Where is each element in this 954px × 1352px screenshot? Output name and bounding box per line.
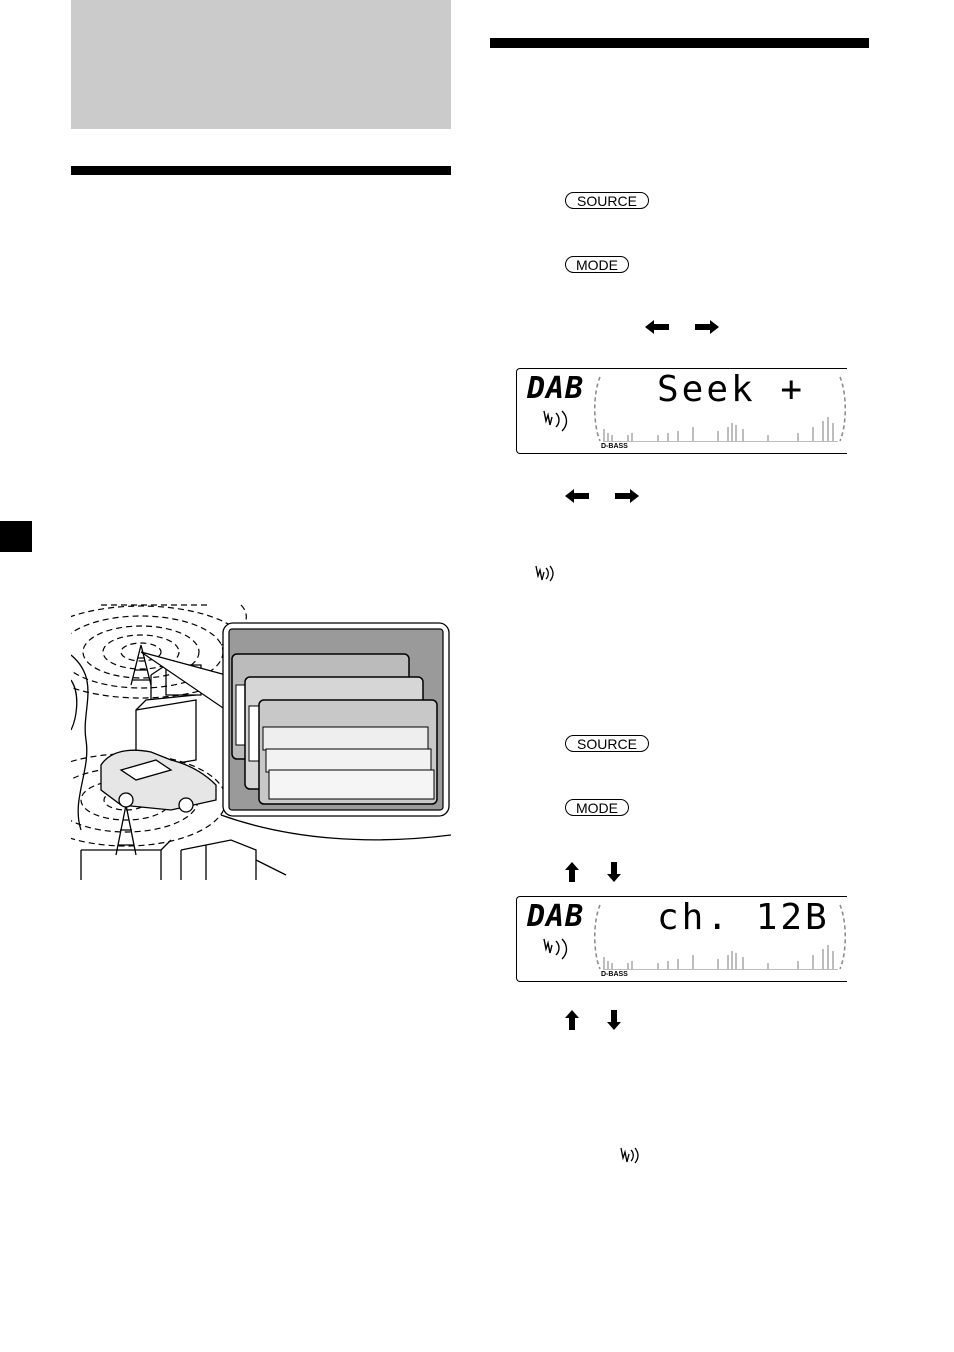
lcd-main-text: Seek + [657, 369, 806, 410]
mode-button[interactable]: MODE [565, 256, 629, 273]
mode-button[interactable]: MODE [565, 799, 629, 816]
up-arrow-icon [565, 1010, 579, 1030]
left-arrow-icon [565, 489, 589, 503]
source-button[interactable]: SOURCE [565, 735, 649, 752]
dab-signal-icon [535, 565, 554, 582]
up-arrow-icon [565, 862, 579, 882]
lcd-display-channel: DAB ch. 12B D-BASS [516, 896, 847, 982]
lcd-dbass-indicator: D-BASS [601, 443, 628, 450]
lcd-mode-text: DAB [527, 371, 585, 406]
lcd-signal-graphics [543, 376, 846, 442]
right-arrow-icon [695, 320, 719, 334]
lcd-display-seek: DAB Seek + D-BASS [516, 368, 847, 454]
page-side-tab [0, 521, 32, 552]
lcd-main-text: ch. 12B [657, 897, 830, 938]
section-rule-left [71, 166, 451, 175]
down-arrow-icon [607, 1010, 621, 1030]
lcd-signal-graphics [543, 904, 846, 970]
left-arrow-icon [645, 320, 669, 334]
source-button[interactable]: SOURCE [565, 192, 649, 209]
lcd-mode-text: DAB [527, 899, 585, 934]
section-header-block [71, 0, 451, 129]
section-rule-right [490, 38, 869, 48]
dab-broadcast-illustration [71, 604, 452, 880]
dab-signal-icon [620, 1147, 639, 1164]
down-arrow-icon [607, 862, 621, 882]
lcd-dbass-indicator: D-BASS [601, 971, 628, 978]
right-arrow-icon [615, 489, 639, 503]
